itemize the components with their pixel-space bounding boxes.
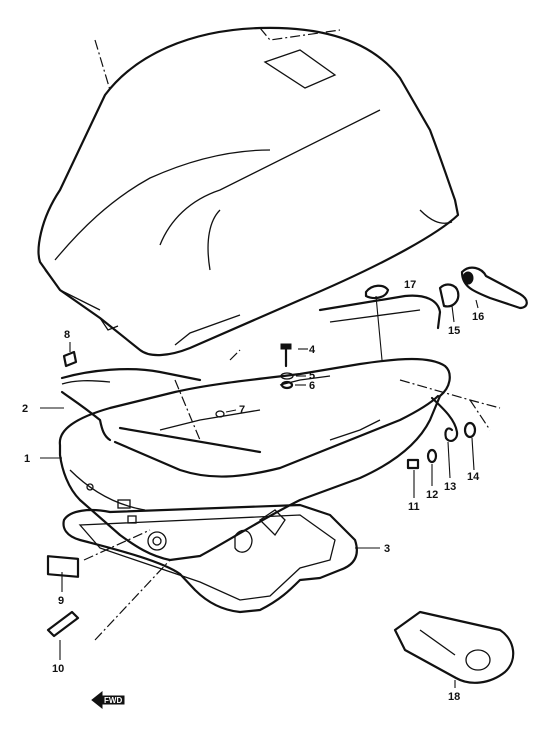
callout-7: 7 (239, 404, 245, 416)
callout-9: 9 (58, 595, 64, 607)
part-block-9 (46, 555, 80, 578)
callout-1: 1 (24, 453, 30, 465)
part-bushing-15 (438, 283, 460, 308)
part-handle-16 (460, 266, 528, 310)
part-lever-13 (430, 396, 459, 442)
callout-6: 6 (309, 380, 315, 392)
leader-lines (40, 295, 501, 688)
callout-3: 3 (384, 543, 390, 555)
callout-11: 11 (408, 501, 420, 513)
callout-17: 17 (404, 279, 416, 291)
part-clip-17 (364, 284, 390, 300)
callout-8: 8 (64, 329, 70, 341)
part-bolt-11 (406, 458, 420, 470)
callout-15: 15 (448, 325, 460, 337)
top-cowling (37, 26, 460, 357)
part-washer-5 (280, 372, 294, 380)
forward-arrow-icon: FWD (91, 690, 125, 710)
callout-labels: 1 2 3 4 5 6 7 8 9 10 11 12 13 14 15 16 1… (22, 279, 484, 703)
part-plug-7 (215, 410, 225, 418)
part-washer-14 (463, 421, 477, 439)
part-strip-10 (46, 610, 80, 638)
part-bolt-4 (280, 343, 292, 368)
part-cover-18 (393, 610, 515, 684)
callout-2: 2 (22, 403, 28, 415)
part-grommet-6 (280, 380, 294, 390)
lower-gasket (62, 503, 358, 614)
callout-5: 5 (309, 370, 315, 382)
part-washer-12 (426, 448, 438, 464)
seal-ring (60, 294, 442, 478)
callout-10: 10 (52, 663, 64, 675)
fwd-label: FWD (104, 696, 122, 705)
callout-4: 4 (309, 344, 316, 356)
callout-13: 13 (444, 481, 456, 493)
callout-12: 12 (426, 489, 438, 501)
callout-14: 14 (467, 471, 480, 483)
callout-18: 18 (448, 691, 460, 703)
callout-16: 16 (472, 311, 484, 323)
part-cap-8 (62, 350, 78, 368)
bottom-cowling (58, 357, 451, 562)
